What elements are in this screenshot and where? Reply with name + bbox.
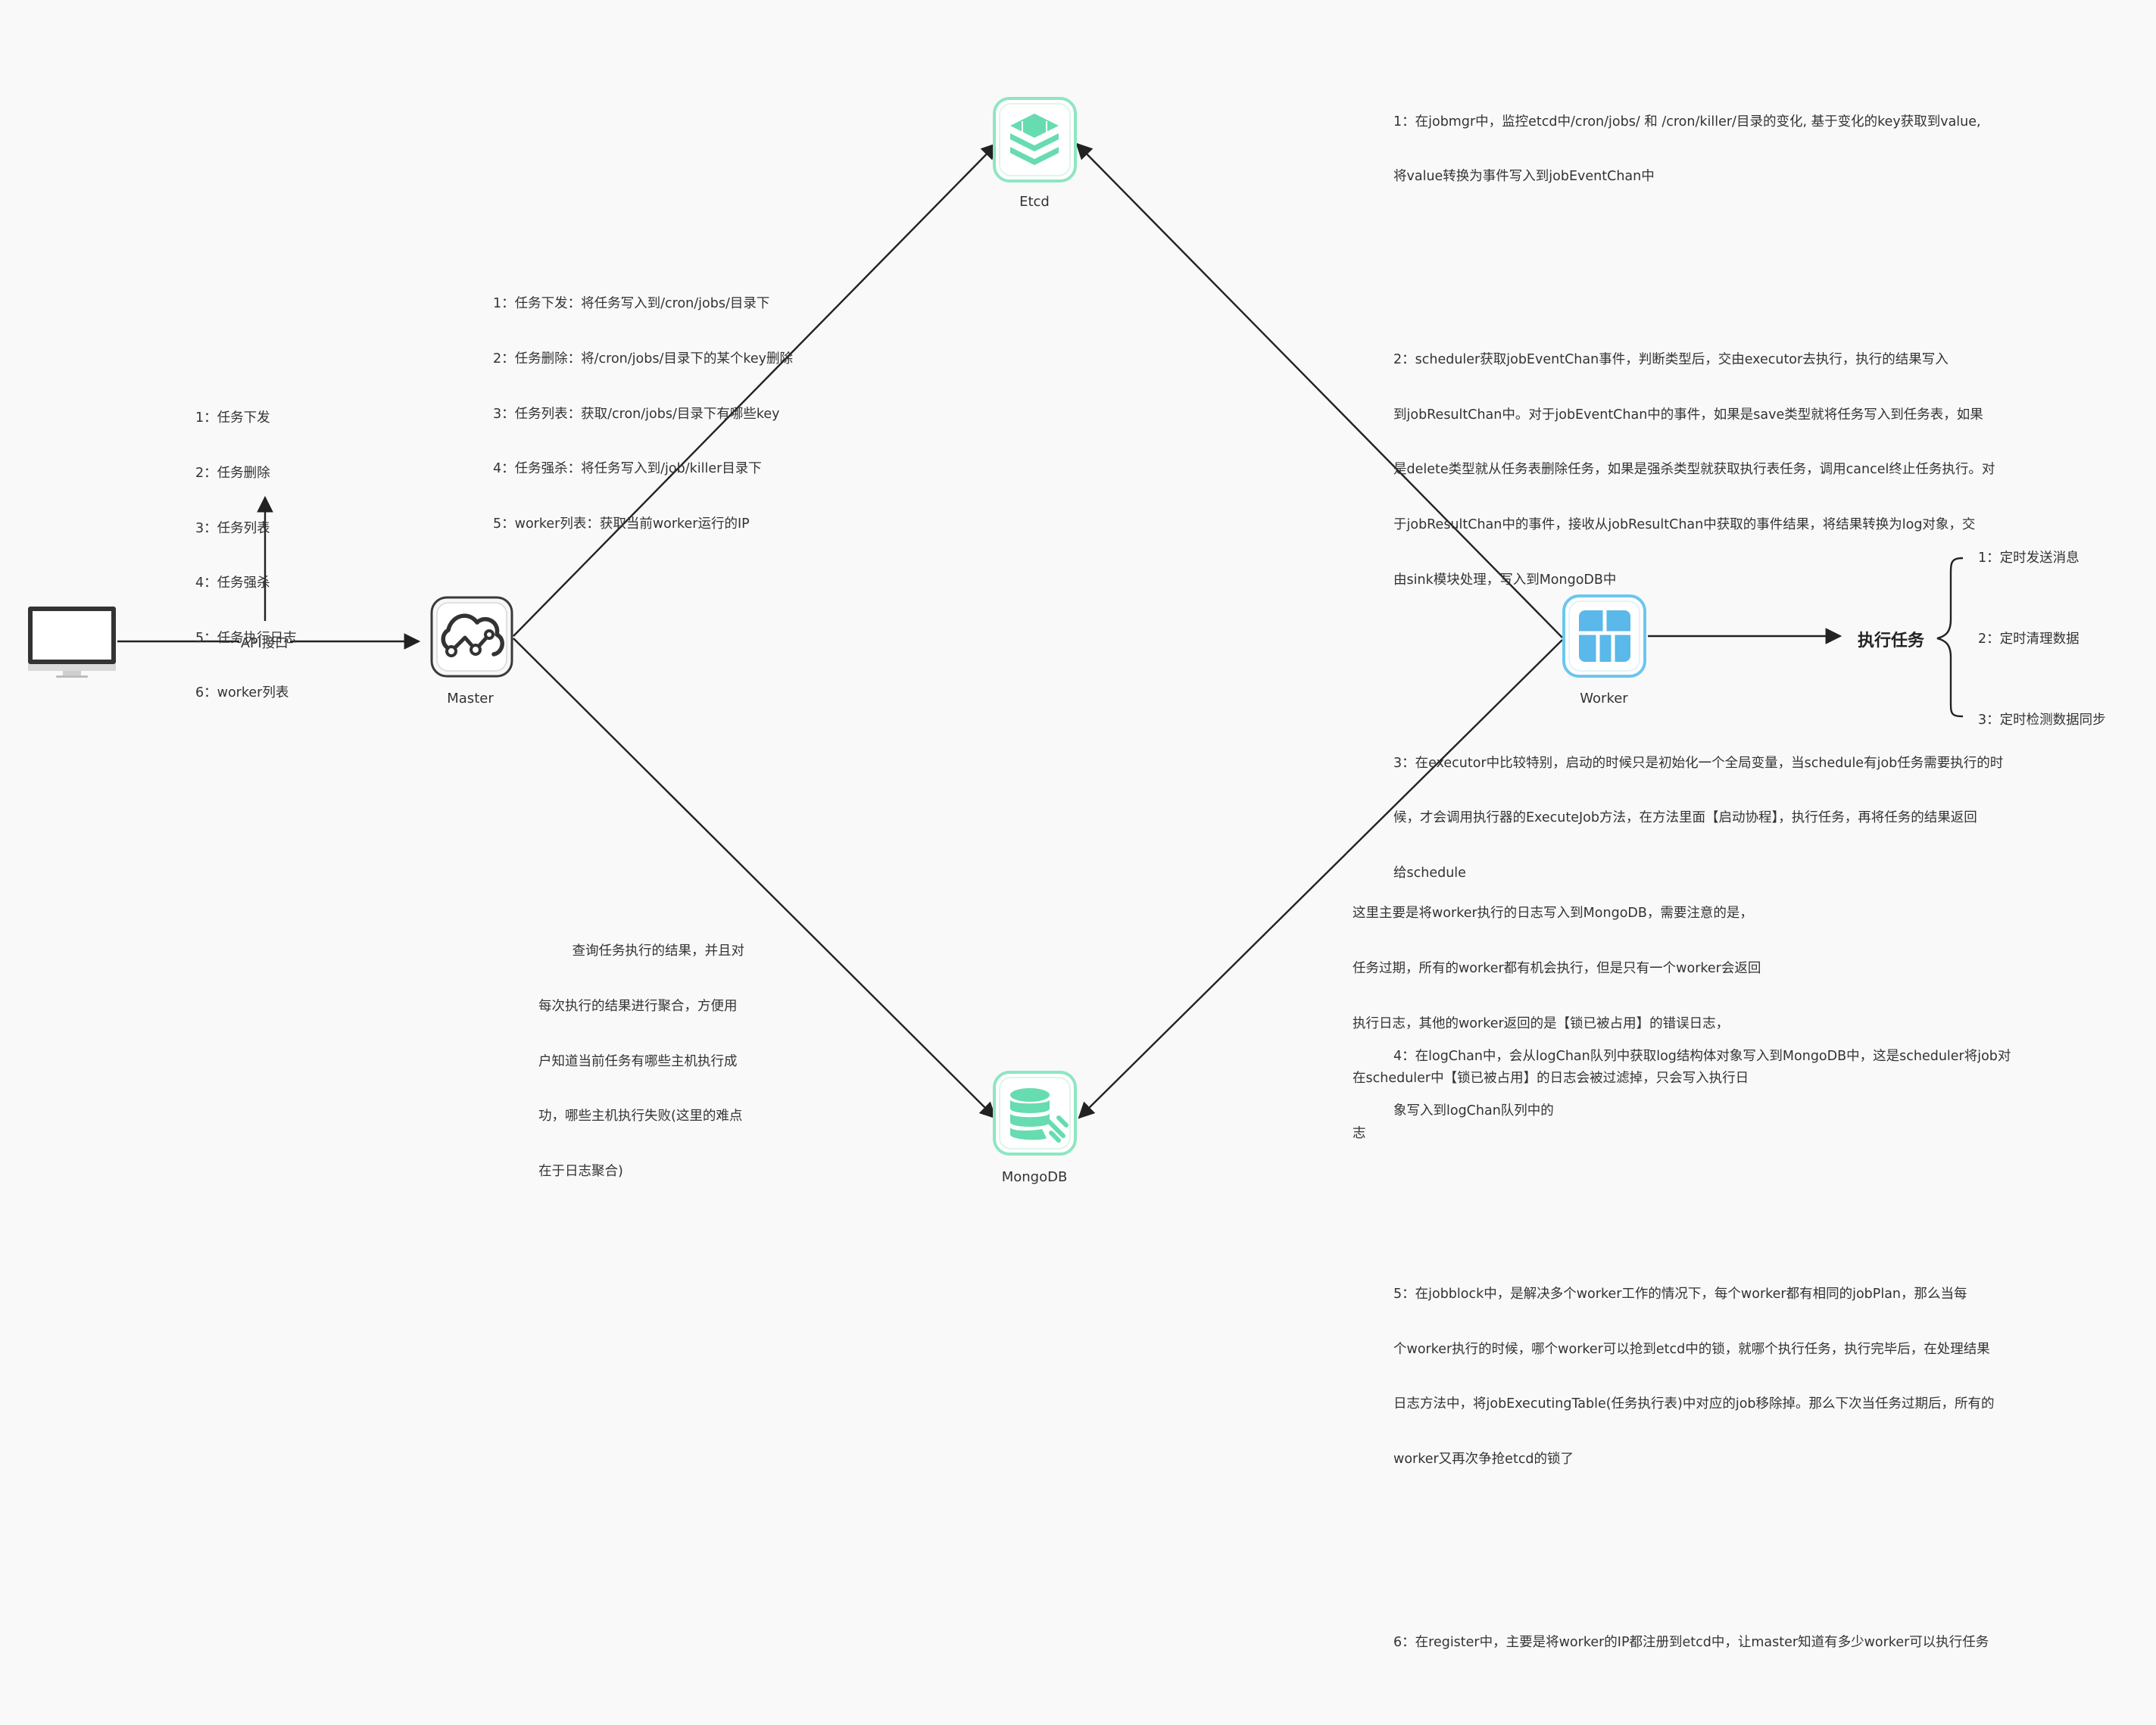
client-api-list: 1：任务下发 2：任务删除 3：任务列表 4：任务强杀 5：任务执行日志 6：w… bbox=[195, 373, 297, 739]
etcd-label: Etcd bbox=[1019, 194, 1050, 210]
edge-master-mongodb bbox=[513, 638, 997, 1119]
api-list-item: 5：任务执行日志 bbox=[195, 630, 297, 646]
worker-node-icon[interactable] bbox=[1562, 594, 1646, 678]
execute-tasks-title: 执行任务 bbox=[1858, 632, 1925, 650]
worker-note-5: 5：在jobblock中，是解决多个worker工作的情况下，每个worker都… bbox=[1393, 1287, 1995, 1467]
worker-label: Worker bbox=[1580, 691, 1628, 707]
master-etcd-notes: 1：任务下发：将任务写入到/cron/jobs/目录下 2：任务删除：将/cro… bbox=[493, 258, 793, 569]
master-mongodb-note: 查询任务执行的结果，并且对 每次执行的结果进行聚合，方便用 户知道当前任务有哪些… bbox=[538, 944, 745, 1179]
edge-worker-mongodb bbox=[1078, 639, 1563, 1119]
execute-brace bbox=[1936, 557, 1964, 718]
edge-master-etcd bbox=[513, 142, 998, 637]
edge-worker-etcd bbox=[1075, 142, 1563, 638]
master-etcd-note: 4：任务强杀：将任务写入到/job/killer目录下 bbox=[493, 461, 762, 477]
api-interface-label: API接口 bbox=[239, 633, 290, 652]
master-etcd-note: 2：任务删除：将/cron/jobs/目录下的某个key删除 bbox=[493, 351, 793, 367]
diagram-canvas: Etcd Master Worker MongoDB API接口 1：任务下发 … bbox=[28, 97, 2106, 1650]
master-node-icon[interactable] bbox=[430, 596, 513, 678]
mongodb-label: MongoDB bbox=[1001, 1169, 1068, 1185]
master-etcd-note: 3：任务列表：获取/cron/jobs/目录下有哪些key bbox=[493, 406, 780, 422]
connector-layer bbox=[28, 97, 1964, 1156]
master-etcd-note: 1：任务下发：将任务写入到/cron/jobs/目录下 bbox=[493, 296, 770, 312]
api-list-item: 1：任务下发 bbox=[195, 410, 270, 426]
api-list-item: 4：任务强杀 bbox=[195, 576, 270, 591]
api-list-item: 6：worker列表 bbox=[195, 685, 289, 701]
etcd-node-icon[interactable] bbox=[993, 97, 1077, 182]
master-etcd-note: 5：worker列表：获取当前worker运行的IP bbox=[493, 516, 750, 532]
worker-mongodb-note: 这里主要是将worker执行的日志写入到MongoDB，需要注意的是， 任务过期… bbox=[1353, 906, 1761, 1141]
client-monitor-icon bbox=[28, 607, 116, 678]
api-list-item: 2：任务删除 bbox=[195, 466, 270, 482]
execute-item-2: 2：定时清理数据 bbox=[1978, 632, 2080, 647]
execute-item-3: 3：定时检测数据同步 bbox=[1978, 713, 2106, 728]
worker-note-4: 4：在logChan中，会从logChan队列中获取log结构体对象写入到Mon… bbox=[1393, 1048, 2011, 1119]
mongodb-node-icon[interactable] bbox=[993, 1071, 1077, 1156]
master-label: Master bbox=[447, 691, 494, 707]
execute-item-1: 1：定时发送消息 bbox=[1978, 551, 2080, 566]
worker-note-2: 2：scheduler获取jobEventChan事件，判断类型后，交由exec… bbox=[1393, 352, 1995, 588]
worker-note-3: 3：在executor中比较特别，启动的时候只是初始化一个全局变量，当sched… bbox=[1393, 755, 2004, 881]
worker-note-6: 6：在register中，主要是将worker的IP都注册到etcd中，让mas… bbox=[1393, 1634, 1989, 1650]
worker-note-1: 1：在jobmgr中，监控etcd中/cron/jobs/ 和 /cron/ki… bbox=[1393, 114, 1981, 185]
api-list-item: 3：任务列表 bbox=[195, 520, 270, 536]
